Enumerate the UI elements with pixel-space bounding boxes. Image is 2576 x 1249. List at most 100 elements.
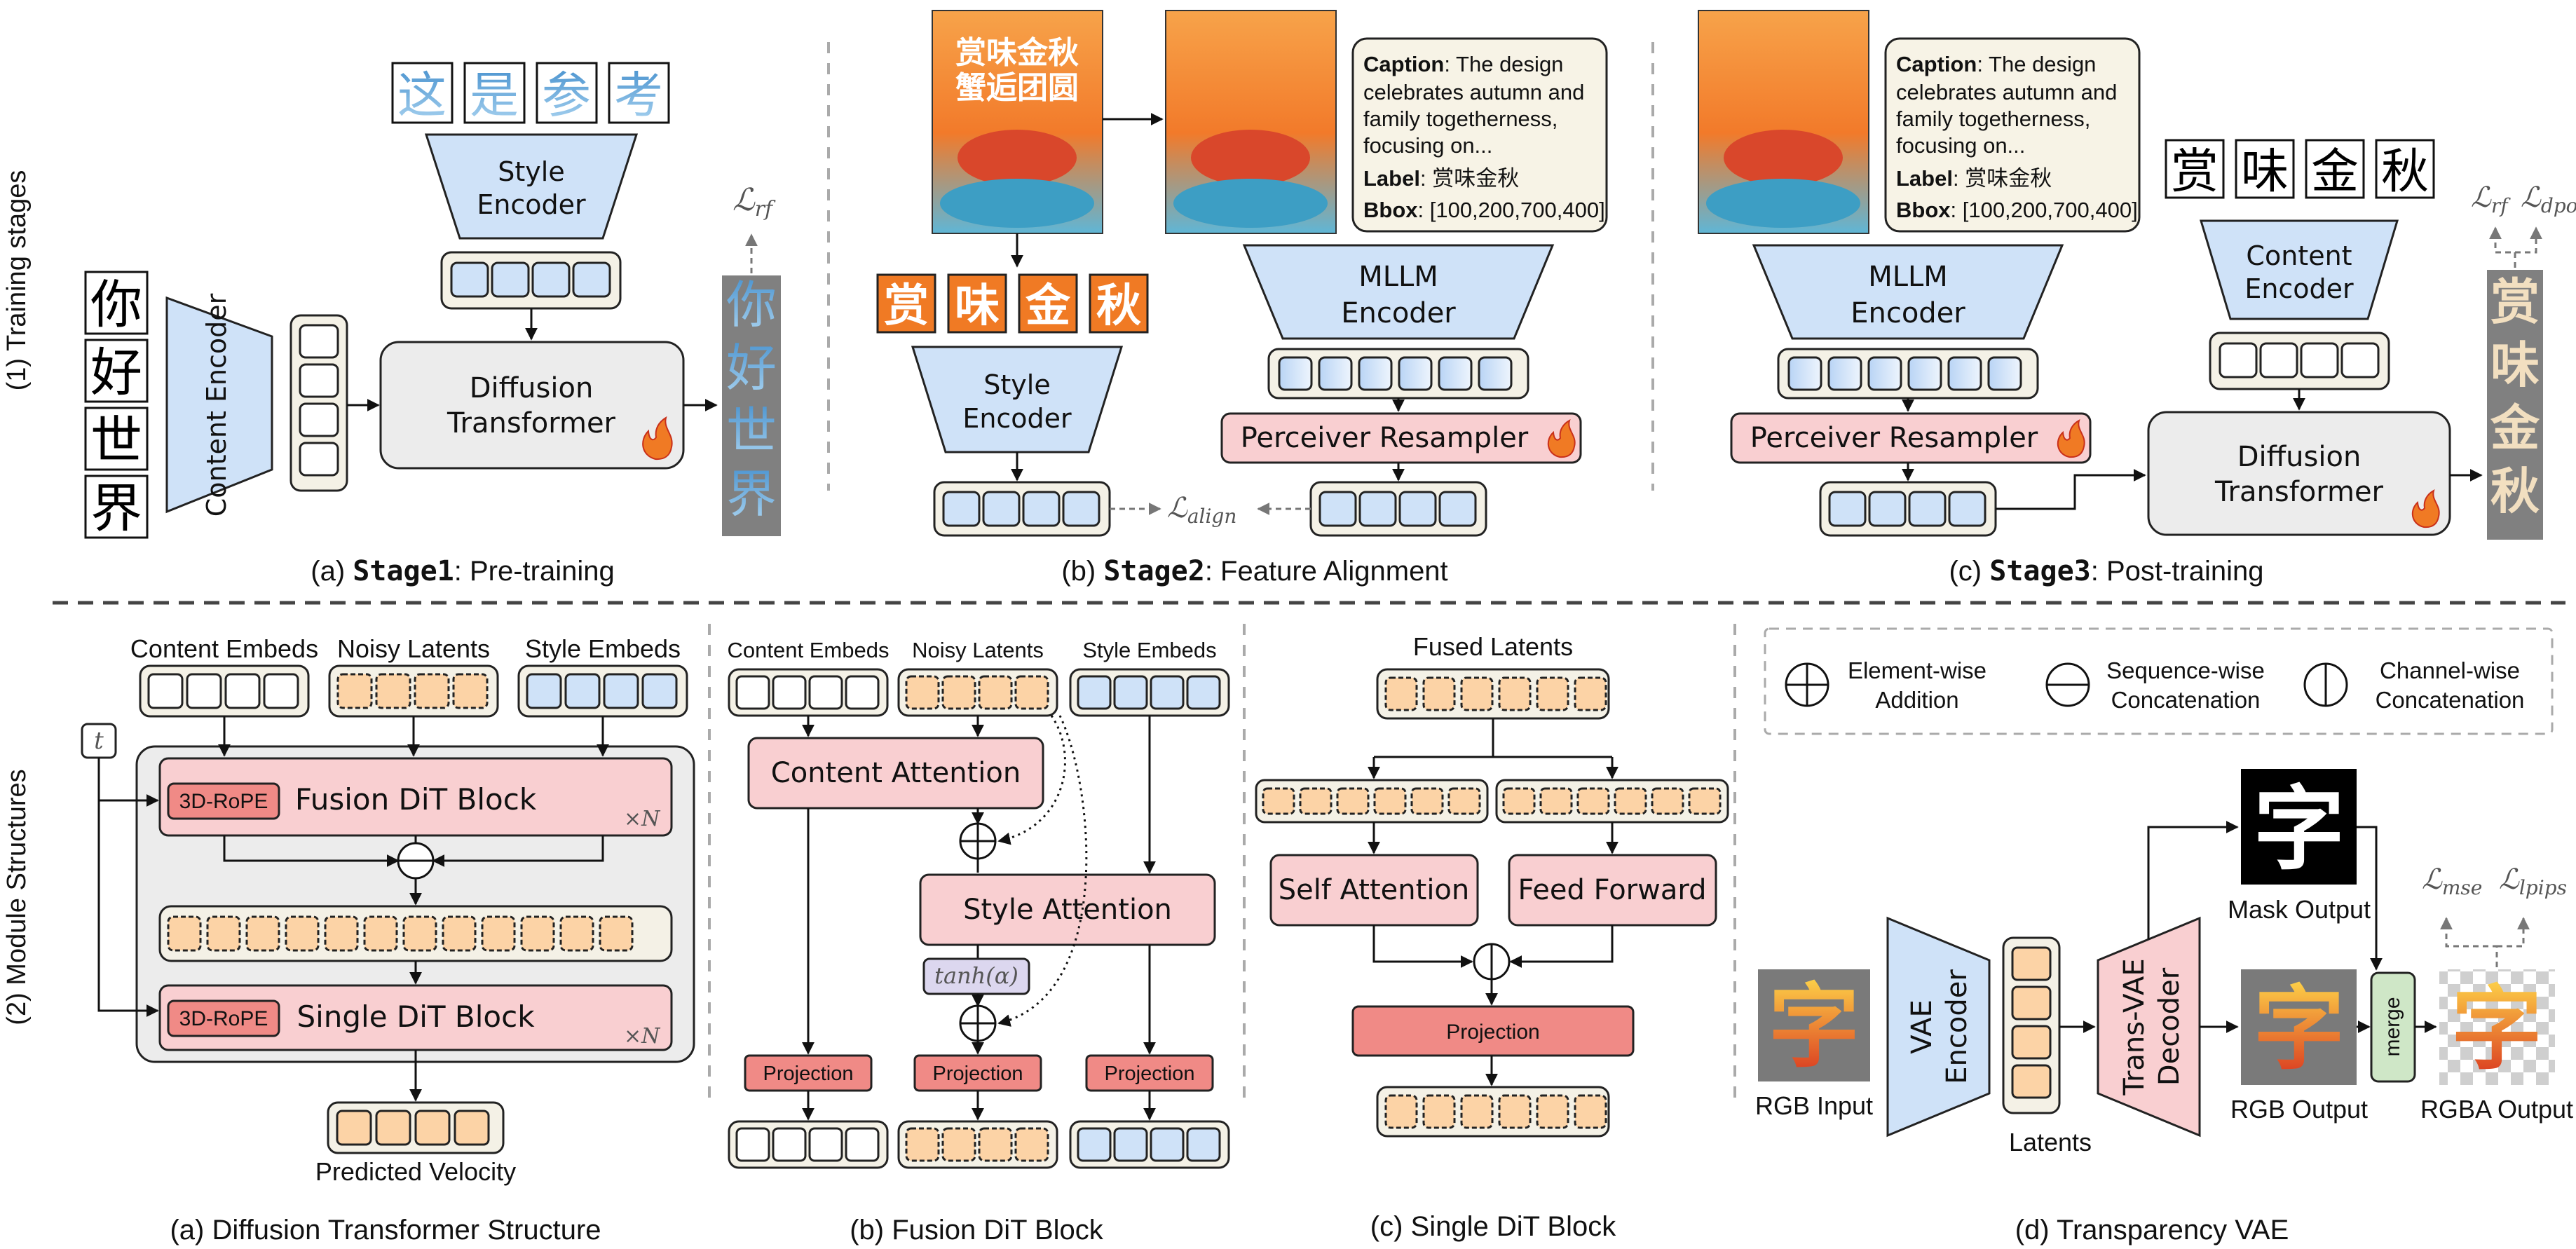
panel-d-rgba-output-image <box>2439 969 2555 1085</box>
training-stages-label: (1) Training stages <box>2 170 32 391</box>
panel-a-fusion-label: Fusion DiT Block <box>295 782 537 817</box>
stage3-caption: (c) Stage3: Post-training <box>1949 555 2263 587</box>
panel-b-projection-1: Projection <box>763 1063 854 1085</box>
panel-d-rgb-input-image <box>1758 969 1870 1081</box>
stage3-mllm-encoder <box>1752 244 2064 340</box>
panel-d-vae-l1: VAE <box>1906 999 1938 1053</box>
legend-seq-l1: Sequence-wise <box>2106 657 2265 683</box>
stage2-style-encoder-l1: Style <box>983 369 1050 400</box>
stage3-content-encoder <box>2199 219 2399 320</box>
panel-a-dit-structure: Content Embeds Noisy Latents Style Embed… <box>81 634 695 1245</box>
svg-text:Label: 赏味金秋: Label: 赏味金秋 <box>1363 166 1519 191</box>
stage1-style-encoder-l1: Style <box>498 156 564 187</box>
panel-a-content-embeds-label: Content Embeds <box>130 634 318 663</box>
stage3-out-char-1: 赏 <box>2490 273 2540 331</box>
stage1-char-2: 好 <box>90 343 142 403</box>
stage2-caption-box: Caption: The design celebrates autumn an… <box>1351 37 1608 233</box>
panel-b-content-attention-label: Content Attention <box>771 757 1021 789</box>
stage3-fire-icon-1 <box>2057 418 2085 458</box>
panel-a-times-n-2: ×N <box>624 1024 661 1049</box>
stage2-char-4: 秋 <box>1096 280 1141 332</box>
stage1-char-4: 界 <box>90 479 142 539</box>
panel-b-content-embeds-label: Content Embeds <box>728 638 890 662</box>
stage3-char-2: 味 <box>2241 144 2289 200</box>
panel-b-projection-2: Projection <box>933 1063 1023 1085</box>
panel-b-tanh-gate <box>922 957 1030 995</box>
stage3-panel: Caption: The design celebrates autumn an… <box>1698 10 2576 587</box>
stage1-style-char-1: 这 <box>397 67 447 124</box>
panel-d-rgba-output-label: RGBA Output <box>2420 1095 2573 1124</box>
stage3-dit-l1: Diffusion <box>2237 441 2362 473</box>
svg-text:Bbox: [100,200,700,400]: Bbox: [100,200,700,400] <box>1363 198 1605 222</box>
legend-chan-l2: Concatenation <box>2376 687 2525 713</box>
stage3-out-char-3: 金 <box>2490 400 2540 457</box>
module-structures-label: (2) Module Structures <box>2 769 32 1025</box>
stage3-loss-dpo: ℒdpo <box>2521 182 2576 217</box>
panel-d-merge-label: merge <box>2381 997 2404 1056</box>
stage1-style-char-4: 考 <box>614 67 663 124</box>
stage1-out-char-2: 好 <box>726 339 777 397</box>
stage3-mllm-l2: Encoder <box>1851 297 1965 329</box>
stage1-char-3: 世 <box>90 411 142 471</box>
stage3-char-1: 赏 <box>2171 144 2219 200</box>
stage1-input-chars: 你 好 世 界 <box>84 271 149 539</box>
panel-b-tanh-label: tanh(α) <box>934 962 1018 989</box>
panel-d-legend <box>1764 627 2554 735</box>
stage3-out-char-4: 秋 <box>2490 463 2540 520</box>
panel-d-rgb-input-label: RGB Input <box>1755 1091 1873 1120</box>
svg-text:focusing on...: focusing on... <box>1896 133 2025 158</box>
stage3-mllm-l1: MLLM <box>1868 261 1948 293</box>
panel-a-rope-1: 3D-RoPE <box>179 790 268 813</box>
stage2-char-3: 金 <box>1025 280 1071 332</box>
panel-c-projection <box>1351 1005 1635 1057</box>
stage1-fire-icon <box>642 416 673 460</box>
panel-b-style-attention-label: Style Attention <box>963 894 1172 926</box>
stage2-panel: 赏味金秋 蟹逅团圆 赏 味 金 秋 Style Encoder <box>876 10 1608 587</box>
panel-b-fusion-block: Content Embeds Noisy Latents Style Embed… <box>728 638 1230 1245</box>
svg-text:celebrates autumn and: celebrates autumn and <box>1896 80 2117 104</box>
stage2-char-2: 味 <box>955 280 1000 332</box>
panel-a-times-n-1: ×N <box>624 807 661 831</box>
stage2-poster-sub: 蟹逅团圆 <box>955 70 1079 106</box>
panel-b-style-embeds-label: Style Embeds <box>1082 638 1216 662</box>
stage2-loss: ℒalign <box>1167 492 1236 528</box>
stage1-caption: (a) Stage1: Pre-training <box>311 555 614 587</box>
stage2-mllm-encoder <box>1242 244 1555 340</box>
panel-a-single-label: Single DiT Block <box>297 999 535 1034</box>
legend-chan-l1: Channel-wise <box>2380 657 2520 683</box>
svg-text:Caption: The design: Caption: The design <box>1363 52 1563 76</box>
panel-d-trans-vae-decoder <box>2097 916 2201 1138</box>
stage1-panel: 你 好 世 界 Content Encoder 这 是 参 考 Style En… <box>84 62 781 587</box>
stage1-content-encoder <box>165 296 273 514</box>
panel-d-transparency-vae: Element-wise Addition Sequence-wise Conc… <box>1755 627 2573 1245</box>
panel-a-style-embeds-label: Style Embeds <box>525 634 681 663</box>
stage1-out-char-1: 你 <box>726 275 777 334</box>
stage1-char-1: 你 <box>90 275 142 335</box>
stage1-style-char-3: 参 <box>542 67 591 124</box>
panel-d-glyph-rgb: 字 <box>2254 976 2345 1082</box>
panel-d-glyph-rgba: 字 <box>2451 976 2542 1082</box>
svg-text:focusing on...: focusing on... <box>1363 133 1492 158</box>
panel-c-caption: (c) Single DiT Block <box>1370 1211 1616 1242</box>
stage1-style-chars: 这 是 参 考 <box>391 62 670 124</box>
panel-d-vae-l2: Encoder <box>1941 969 1973 1084</box>
stage3-fire-icon-2 <box>2411 489 2440 528</box>
stage3-caption-box: Caption: The design celebrates autumn an… <box>1884 37 2141 233</box>
legend-add-l2: Addition <box>1875 687 1958 713</box>
panel-d-mask-output-image <box>2241 769 2357 885</box>
legend-seq-l2: Concatenation <box>2111 687 2261 713</box>
panel-d-loss-lpips: ℒlpips <box>2499 864 2567 899</box>
stage3-diffusion-transformer <box>2147 411 2451 536</box>
panel-d-rgb-output-image <box>2241 969 2357 1085</box>
panel-d-caption: (d) Transparency VAE <box>2015 1215 2289 1245</box>
panel-b-content-attention <box>747 737 1044 810</box>
stage3-resampler-label: Perceiver Resampler <box>1750 422 2038 454</box>
stage1-dit-l1: Diffusion <box>470 372 594 404</box>
stage1-out-char-3: 世 <box>726 402 777 460</box>
stage2-poster-left: 赏味金秋 蟹逅团圆 <box>932 10 1103 234</box>
panel-d-latents-label: Latents <box>2009 1128 2092 1156</box>
stage1-style-char-2: 是 <box>470 67 519 124</box>
panel-b-noisy-latents-label: Noisy Latents <box>912 638 1044 662</box>
panel-d-rgb-output-label: RGB Output <box>2230 1095 2368 1124</box>
